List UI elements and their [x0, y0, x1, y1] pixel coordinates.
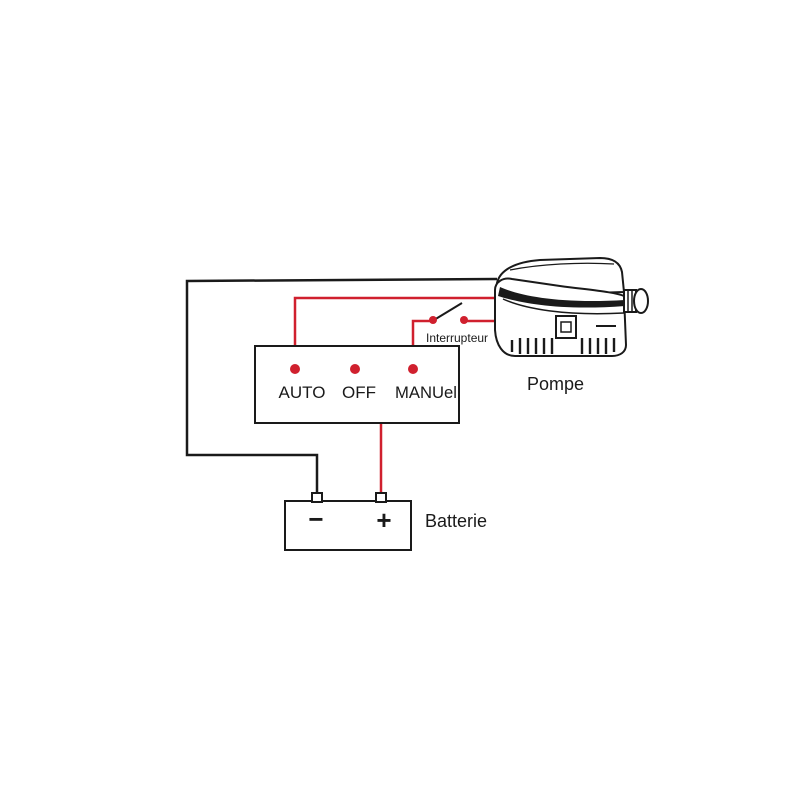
label-battery: Batterie [425, 511, 487, 531]
battery-terminal-positive [375, 492, 387, 503]
battery-minus-sign: − [308, 504, 323, 534]
battery-terminal-negative [311, 492, 323, 503]
pump-band [498, 287, 625, 308]
red-wire-auto [293, 296, 500, 368]
pump-ribs [510, 338, 616, 354]
terminal-auto [290, 364, 300, 374]
switch-lever [433, 302, 463, 321]
black-ground-wire [185, 277, 498, 494]
controller-box [254, 345, 460, 424]
label-switch: Interrupteur [426, 331, 488, 345]
label-pump: Pompe [527, 374, 584, 394]
label-off: OFF [342, 383, 376, 402]
terminal-off [350, 364, 360, 374]
switch-contact-left [429, 316, 437, 324]
pump [494, 256, 649, 357]
battery-body [284, 500, 412, 551]
label-manual: MANUel [395, 383, 457, 402]
terminal-manual [408, 364, 418, 374]
label-auto: AUTO [279, 383, 326, 402]
battery-plus-sign: + [376, 505, 391, 535]
switch-contact-right [460, 316, 468, 324]
pump-outlet [623, 288, 649, 314]
